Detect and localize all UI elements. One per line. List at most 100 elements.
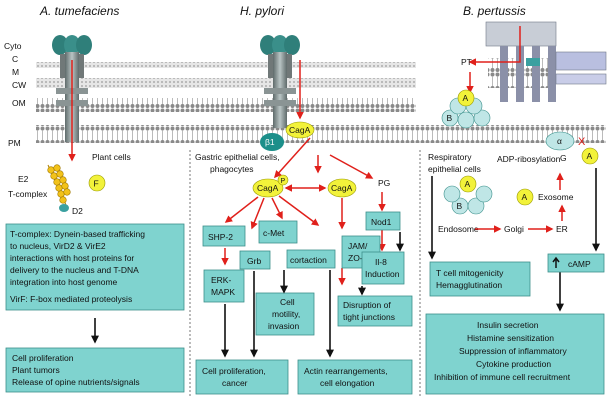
box-pertussis-effects	[425, 313, 605, 395]
label-tight-line2: tight junctions	[343, 312, 395, 322]
label-er: ER	[556, 224, 568, 234]
box-cortaction	[286, 249, 336, 269]
pylori-arrows	[221, 137, 386, 286]
box-il8	[361, 251, 405, 285]
label-x: X	[578, 136, 586, 148]
label-jam-line2: ZO-1	[348, 253, 368, 263]
pertussis-toxin-top	[441, 89, 491, 129]
box-cmet	[258, 220, 298, 244]
label-toxin-a-endo: A	[465, 179, 471, 189]
caga-unphospho	[327, 178, 357, 198]
label-resp-line1: Respiratory	[428, 152, 472, 162]
label-a-exo: A	[522, 192, 528, 202]
layer-om: OM	[12, 98, 26, 108]
label-toxin-a-top: A	[463, 93, 469, 103]
label-plant-cells: Plant cells	[92, 152, 131, 162]
pertussis-toxin-endosome	[443, 175, 493, 215]
box-plant-outcomes	[5, 347, 185, 393]
label-cortaction: cortaction	[290, 255, 327, 265]
label-shp2: SHP-2	[208, 232, 233, 242]
label-p: P	[281, 178, 286, 185]
box-tcell	[429, 261, 531, 297]
label-adp-ribosylation: ADP-ribosylation	[497, 154, 561, 164]
label-prolif-line2: cancer	[222, 378, 248, 388]
label-e2: E2	[18, 174, 29, 184]
title-pertussis: B. pertussis	[463, 4, 526, 18]
box2-line2: Plant tumors	[12, 365, 60, 375]
effects-line5: Inhibition of immune cell recruitment	[434, 372, 571, 382]
label-beta1: β1	[265, 137, 275, 147]
box1-line2: to nucleus, VirD2 & VirE2	[10, 241, 106, 251]
up-arrow-icon	[552, 256, 560, 268]
label-t-complex: T-complex	[8, 189, 48, 199]
label-erk-line2: MAPK	[211, 287, 235, 297]
label-erk-line1: ERK-	[211, 275, 231, 285]
layer-m: M	[12, 67, 19, 77]
label-actin-line2: cell elongation	[320, 378, 375, 388]
g-protein-alpha	[545, 131, 575, 151]
effects-line2: Histamine sensitization	[467, 333, 554, 343]
label-d2: D2	[72, 206, 83, 216]
layer-pm: PM	[8, 138, 21, 148]
box-proliferation-cancer	[195, 359, 289, 395]
label-tcell-line2: Hemagglutination	[436, 280, 502, 290]
label-gastric-line2: phagocytes	[210, 164, 253, 174]
pylori-secretion-system	[260, 35, 304, 128]
effects-line3: Suppression of inflammatory	[459, 346, 567, 356]
label-gastric-line1: Gastric epithelial cells,	[195, 152, 280, 162]
label-g: G	[560, 153, 567, 163]
t-complex-chain	[47, 164, 71, 212]
pertussis-secretion-system	[468, 21, 607, 102]
label-endosome: Endosome	[438, 224, 479, 234]
label-cmet: c-Met	[263, 228, 285, 238]
label-il8-line2: Induction	[365, 269, 400, 279]
title-pylori: H. pylori	[240, 4, 284, 18]
label-il8-line1: Il-8	[375, 257, 387, 267]
box-shp2	[202, 225, 246, 247]
box1-virf: VirF: F-box mediated proteolysis	[10, 294, 132, 304]
box1-line1: T-complex: Dynein-based trafficking	[10, 229, 145, 239]
label-alpha: α	[557, 136, 562, 146]
box-t-complex-trafficking	[5, 223, 185, 311]
label-motility-line1: Cell	[280, 297, 295, 307]
label-nod1: Nod1	[371, 217, 392, 227]
box-camp	[547, 253, 605, 273]
label-f: F	[94, 179, 99, 189]
caga-top	[285, 121, 315, 139]
box2-line1: Cell proliferation	[12, 353, 74, 363]
label-jam-line1: JAM/	[348, 241, 368, 251]
beta1-integrin	[260, 133, 284, 151]
label-a-g: A	[587, 151, 593, 161]
pertussis-arrows	[428, 168, 600, 312]
toxin-a-exosome	[516, 188, 534, 206]
title-tumefaciens: A. tumefaciens	[39, 4, 119, 18]
label-grb: Grb	[247, 256, 261, 266]
label-toxin-b-endo: B	[457, 201, 463, 211]
label-exosome: Exosome	[538, 192, 574, 202]
label-toxin-b-top: B	[447, 113, 453, 123]
layer-cyto: Cyto	[4, 41, 22, 51]
box-grb	[239, 250, 271, 270]
box-actin	[297, 359, 413, 395]
label-pg: PG	[378, 178, 390, 188]
toxin-a-on-g	[581, 147, 599, 165]
box-nod1	[365, 211, 401, 231]
label-tcell-line1: T cell mitogenicity	[436, 268, 504, 278]
label-resp-line2: epithelial cells	[428, 164, 481, 174]
label-actin-line1: Actin rearrangements,	[304, 366, 388, 376]
label-prolif-line1: Cell proliferation,	[202, 366, 266, 376]
box-erk	[203, 269, 245, 303]
label-camp: cAMP	[568, 259, 591, 269]
label-tight-line1: Disruption of	[343, 300, 391, 310]
label-golgi: Golgi	[504, 224, 524, 234]
box1-line3: interactions with host proteins for	[10, 253, 134, 263]
label-caga-p: CagA	[257, 183, 279, 193]
pylori-black-arrows	[221, 232, 404, 358]
box1-line5: integration into host genome	[10, 277, 118, 287]
box-motility	[255, 292, 315, 336]
layer-cw: CW	[12, 80, 26, 90]
box1-line4: delivery to the nucleus and T-DNA	[10, 265, 139, 275]
label-motility-line2: motility,	[272, 309, 300, 319]
effects-line1: Insulin secretion	[477, 320, 539, 330]
caga-phospho	[252, 178, 284, 198]
